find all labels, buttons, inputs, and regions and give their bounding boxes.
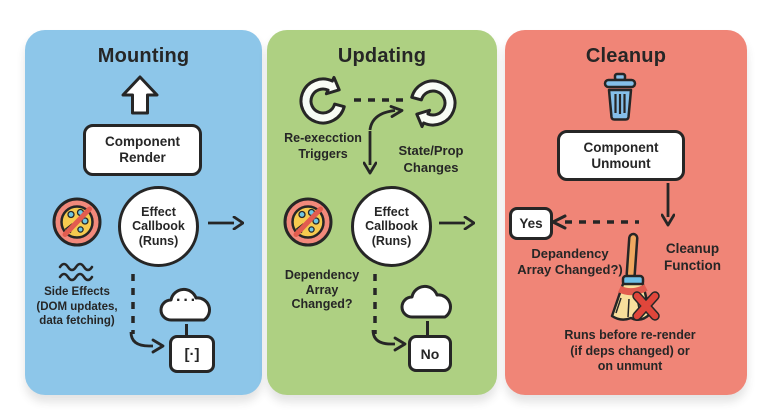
cloud-dots: ··· xyxy=(176,292,198,309)
component-unmount-label: Component Unmount xyxy=(583,139,659,171)
dashed-connector xyxy=(127,272,139,336)
dependency-array-label: Depandency Array Changed?) xyxy=(517,246,623,277)
refresh-cycle-icon xyxy=(296,74,350,128)
side-effects-label: Side Effects (DOM updates, data fetching… xyxy=(36,286,118,327)
state-prop-changes-label: State/Prop Changes xyxy=(398,143,464,175)
empty-array-box: [·] xyxy=(169,335,215,373)
yes-box: Yes xyxy=(509,207,553,240)
dependency-array-label: Dependency Array Changed? xyxy=(284,268,360,311)
dashed-connector xyxy=(369,272,381,336)
cleanup-note-label: Runs before re-render (if deps changed) … xyxy=(564,328,696,373)
dashed-link xyxy=(354,98,410,102)
cloud-icon xyxy=(399,281,457,323)
panel-title-cleanup: Cleanup xyxy=(585,45,667,67)
component-render-box: Component Render xyxy=(83,124,202,176)
no-label: No xyxy=(420,345,440,362)
effect-callback-label: Effect Callbook (Runs) xyxy=(365,204,418,248)
cleanup-function-label: Cleanup Function xyxy=(664,241,721,273)
panel-title-updating: Updating xyxy=(337,45,427,67)
effect-callback-label: Effect Callbook (Runs) xyxy=(132,204,185,248)
panel-cleanup: Cleanup Component Unmount Yes Depandency… xyxy=(505,30,747,395)
arrow-down-icon xyxy=(661,183,675,227)
up-arrow-icon xyxy=(120,75,160,115)
curved-arrow-icon xyxy=(368,105,404,131)
component-unmount-box: Component Unmount xyxy=(557,130,685,181)
component-render-label: Component Render xyxy=(105,134,180,165)
trash-icon xyxy=(603,72,637,121)
arrow-right-icon xyxy=(208,216,244,230)
broom-icon xyxy=(610,232,660,322)
effect-callback-circle: Effect Callbook (Runs) xyxy=(351,186,432,267)
panel-mounting: Mounting Component Render Effect Callboo… xyxy=(25,30,262,395)
panel-title-mounting: Mounting xyxy=(97,45,190,67)
dashed-arrow-left-icon xyxy=(551,214,639,230)
empty-array-label: [·] xyxy=(184,345,200,363)
no-box: No xyxy=(408,335,452,372)
squiggle-icon xyxy=(58,262,94,282)
elbow-arrow-icon xyxy=(367,330,413,354)
yes-label: Yes xyxy=(519,216,543,231)
cloud-stem xyxy=(426,321,429,335)
no-paint-palette-icon xyxy=(51,196,103,248)
no-paint-palette-icon xyxy=(282,196,334,248)
reexecution-triggers-label: Re-execction Triggers xyxy=(284,131,362,161)
elbow-arrow-icon xyxy=(125,332,171,356)
cloud-stem xyxy=(185,324,188,337)
arrow-right-icon xyxy=(439,216,475,230)
red-x-icon xyxy=(632,291,660,321)
effect-callback-circle: Effect Callbook (Runs) xyxy=(118,186,199,267)
panel-updating: Updating Re-execction Triggers State/Pro… xyxy=(267,30,497,395)
